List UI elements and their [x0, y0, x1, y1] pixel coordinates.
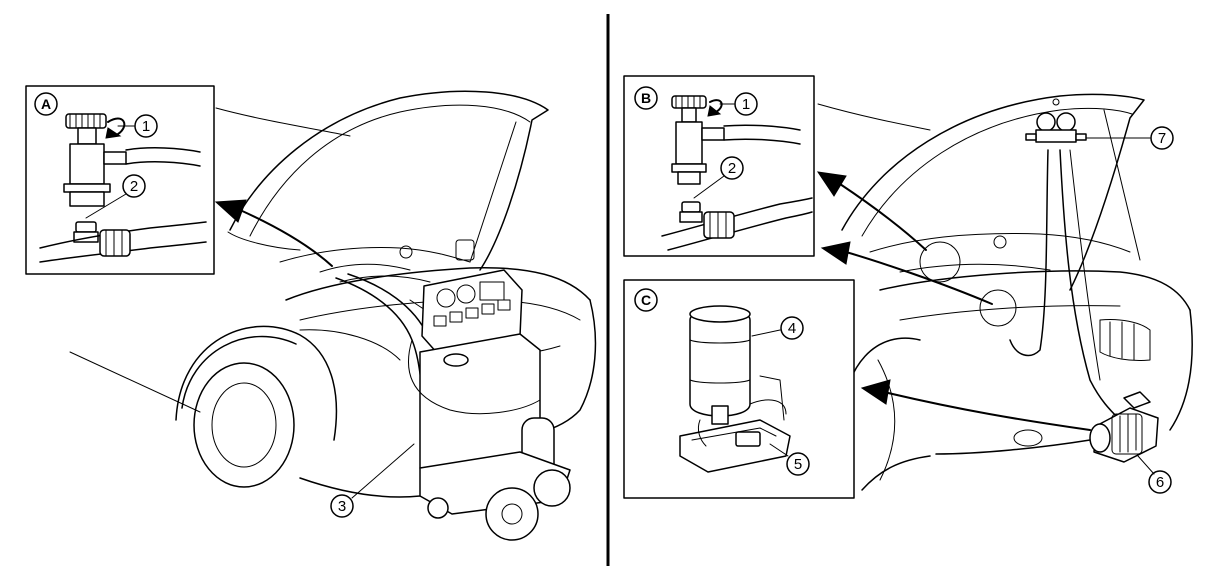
panel-b-label: B [641, 90, 651, 106]
panel-c: C 4 5 [623, 279, 855, 499]
panel-a-pointer-arrow [214, 199, 333, 267]
refrigerant-tank [689, 305, 751, 425]
panel-c-callout-5-text: 5 [794, 456, 802, 473]
refrigerant-scale [679, 375, 791, 473]
panel-a-callout-1 [134, 114, 158, 138]
panel-b-callout-1 [734, 92, 758, 116]
panel-a-callout-2-text: 2 [130, 178, 138, 195]
panel-b-service-coupler [671, 95, 801, 185]
callout-7-text: 7 [1158, 130, 1166, 147]
panel-c-label: C [641, 292, 651, 308]
callout-7 [1150, 126, 1174, 150]
callout-3 [330, 494, 354, 518]
panel-c-callout-4-text: 4 [788, 320, 796, 337]
panel-c-callout-5 [786, 452, 810, 476]
panel-a-service-coupler [63, 113, 201, 207]
panel-a-label: A [41, 96, 51, 112]
manifold-gauge [1025, 98, 1087, 143]
callout-6 [1148, 470, 1172, 494]
panel-b-callout-1-text: 1 [742, 96, 750, 113]
callout-6-text: 6 [1156, 474, 1164, 491]
panel-c-callout-4 [780, 316, 804, 340]
panel-a-callout-2 [122, 174, 146, 198]
panel-b-callout-2 [720, 156, 744, 180]
vacuum-pump [1089, 391, 1159, 463]
right-car-drawing [817, 93, 1193, 491]
panel-b-pointer-arrows [816, 171, 993, 305]
panel-a-service-valve [39, 221, 207, 263]
panel-c-pointer-arrow [860, 379, 1091, 431]
panel-b-callout-2-text: 2 [728, 160, 736, 177]
recovery-recycling-machine [407, 269, 571, 541]
panel-b: B 1 2 [623, 75, 815, 257]
panel-b-service-valve [661, 197, 813, 251]
callout-3-text: 3 [338, 498, 346, 515]
panel-a: A 1 [25, 85, 215, 275]
panel-a-callout-1-text: 1 [142, 118, 150, 135]
